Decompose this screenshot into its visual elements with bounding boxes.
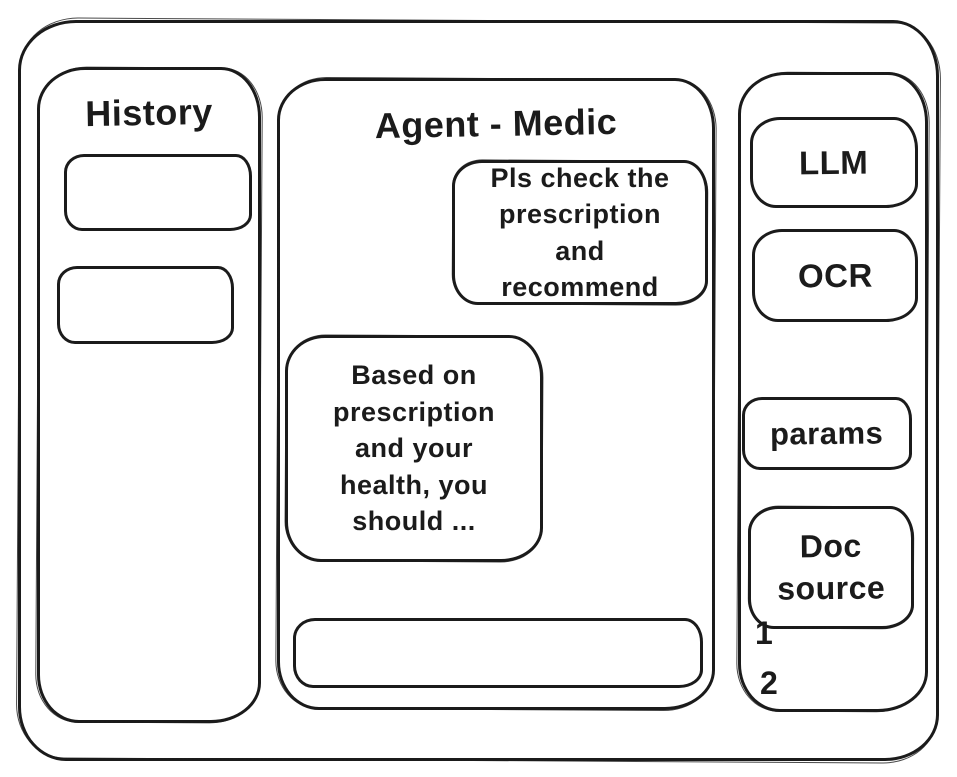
llm-button-label: LLM (799, 143, 869, 181)
ocr-button[interactable]: OCR (752, 229, 918, 322)
chat-input[interactable] (293, 618, 703, 688)
doc-source-item-2-label: 2 (760, 665, 779, 701)
doc-source-button[interactable]: Doc source (748, 506, 914, 629)
llm-button[interactable]: LLM (750, 117, 918, 208)
history-item[interactable] (64, 154, 252, 231)
user-message-text: Pls check the prescription and recommend (490, 162, 670, 302)
user-message-bubble: Pls check the prescription and recommend (452, 160, 708, 305)
history-item[interactable] (57, 266, 234, 344)
doc-source-item-1[interactable]: 1 (755, 615, 773, 652)
doc-source-item-2[interactable]: 2 (760, 665, 778, 702)
params-button[interactable]: params (742, 397, 912, 470)
doc-source-button-label: Doc source (777, 527, 886, 607)
assistant-message-bubble: Based on prescription and your health, y… (285, 335, 543, 562)
params-button-label: params (770, 414, 884, 452)
ocr-button-label: OCR (797, 256, 873, 294)
history-panel: History (37, 67, 261, 723)
chat-panel-title: Agent - Medic (374, 100, 618, 147)
history-panel-title: History (84, 90, 214, 135)
assistant-message-text: Based on prescription and your health, y… (332, 360, 496, 537)
doc-source-item-1-label: 1 (755, 615, 774, 651)
